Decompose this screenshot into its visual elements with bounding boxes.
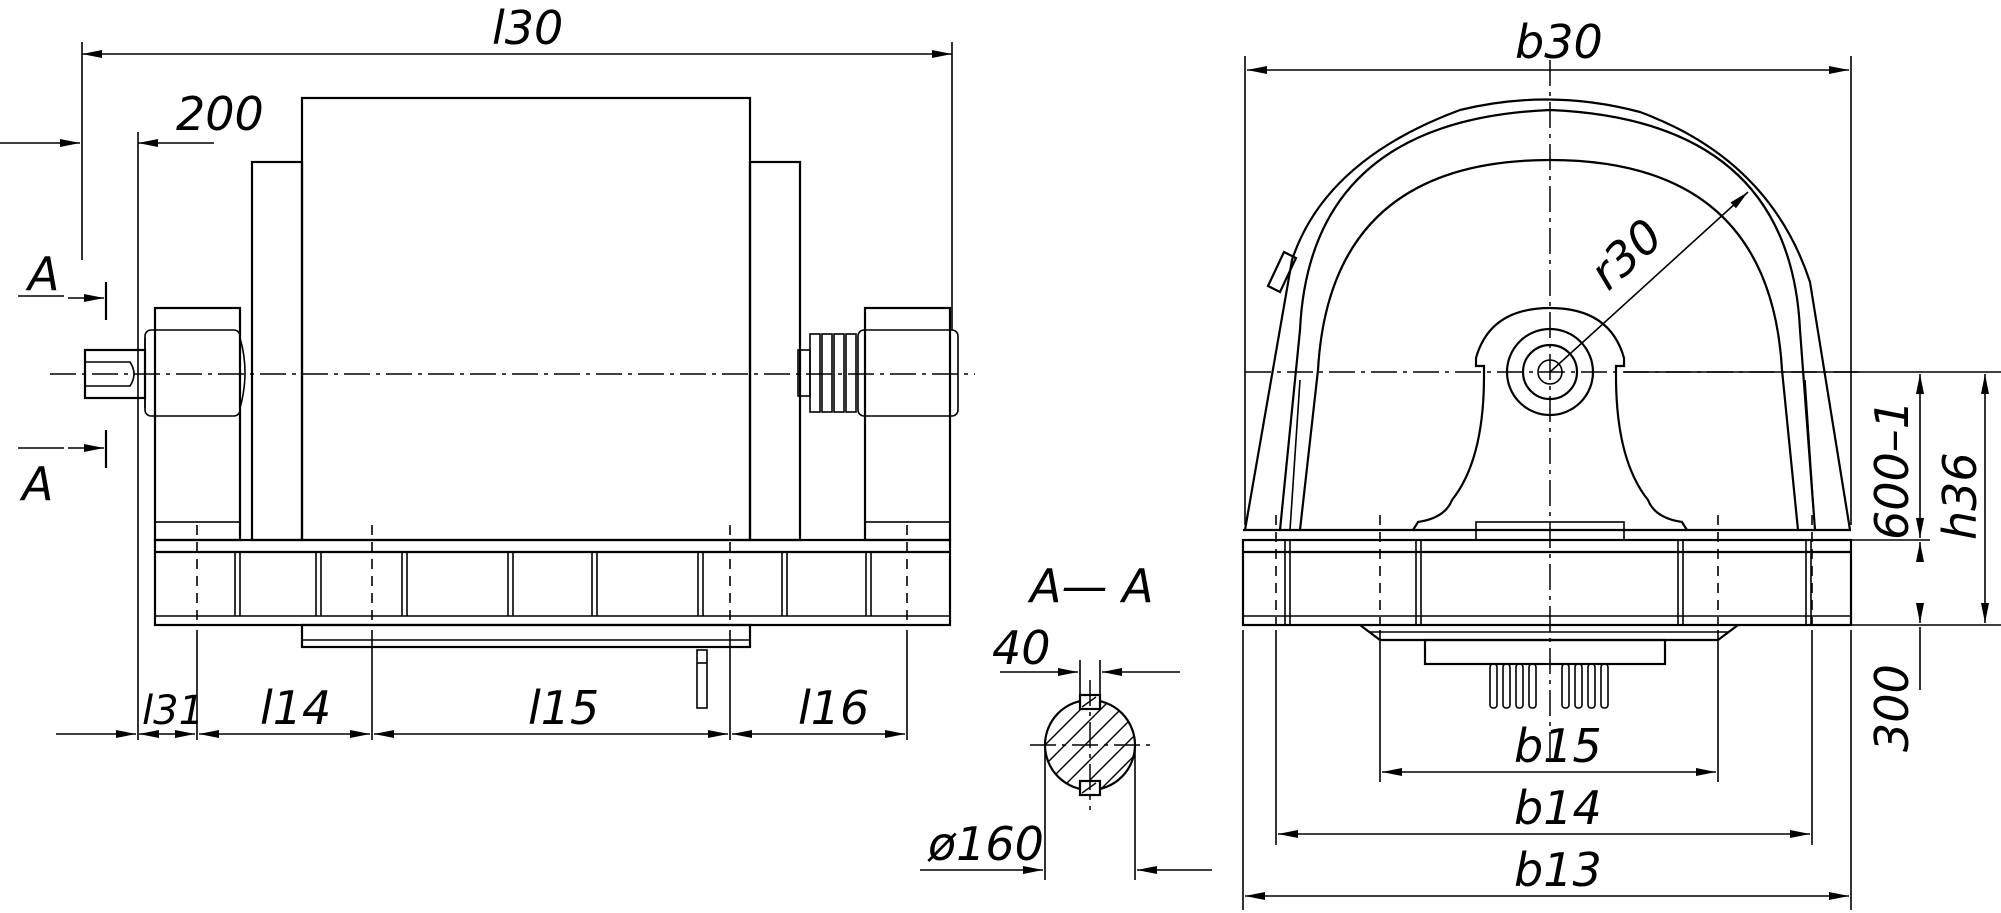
dim-axis-height: 600–1 (1865, 400, 1919, 540)
dim-b15: b15 (1514, 719, 1602, 773)
section-mark-bottom: A (19, 457, 53, 511)
dim-base-height: 300 (1865, 664, 1919, 752)
dim-l15: l15 (528, 681, 599, 735)
dim-key-width: 40 (992, 621, 1051, 675)
dim-shaft-diameter: ø160 (927, 817, 1044, 871)
dim-overall-width: b30 (1515, 15, 1603, 69)
dim-total-height: h36 (1933, 452, 1987, 540)
front-base-ribs (1284, 540, 1812, 625)
side-view: A A l30 200 l31 l14 l15 l16 (0, 1, 975, 740)
dim-b13: b13 (1514, 843, 1602, 897)
dim-overall-length: l30 (492, 1, 563, 55)
bearing-pedestal (1412, 306, 1688, 531)
base-frame-ribs (234, 552, 872, 616)
dim-radius: r30 (1579, 208, 1673, 300)
dim-offset-200: 200 (176, 87, 264, 141)
section-title: A— A (1027, 559, 1154, 613)
dim-l31: l31 (142, 688, 204, 734)
dim-b14: b14 (1514, 781, 1602, 835)
dim-l14: l14 (260, 681, 331, 735)
front-view: r30 b30 600–1 h36 300 b15 b14 b13 (1241, 15, 2001, 910)
section-mark-top: A (25, 247, 59, 301)
section-a-a: A— A 40 ø160 (920, 559, 1212, 880)
terminal-pins (1489, 663, 1609, 709)
casing-outline (1243, 98, 1852, 531)
dim-l16: l16 (798, 681, 869, 735)
